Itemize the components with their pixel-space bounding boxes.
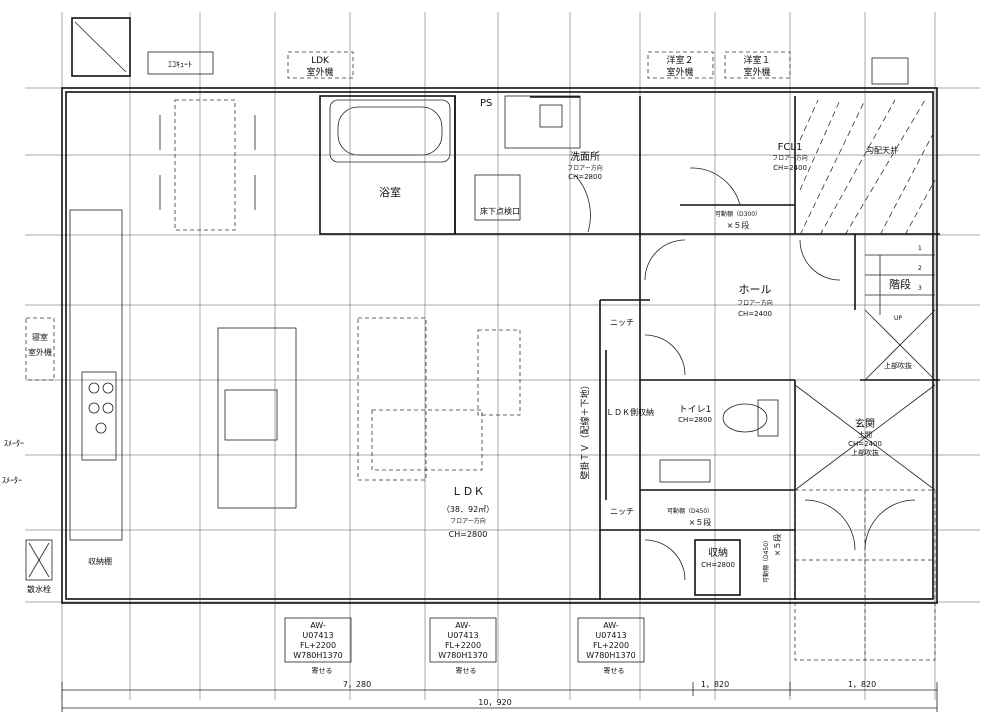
sofa-outline [357,317,521,481]
window-2-line-1: AW- [455,621,471,630]
window-tags: AW- U07413 FL+2200 W780H1370 寄せる AW- U07… [293,621,636,675]
washroom-ch: CH=2800 [568,173,602,181]
floor-hatch-box [474,174,521,221]
dining-set-outline [159,99,256,231]
bath-label: 浴室 [379,185,401,199]
kitchen-counter [69,209,123,541]
dimension-seg3: 1，820 [848,680,876,689]
exterior-walls [61,87,938,604]
ps-label: PS [480,98,492,109]
outdoor-labels: LDK 室外機 洋室２ 室外機 洋室１ 室外機 ｴｺｷｭｰﾄ 寝室 室外機 ｽﾒ… [2,54,771,594]
toilet-fixture [659,399,779,483]
window-1-note: 寄せる [312,666,333,675]
left-unit-label-1: 寝室 [32,332,48,342]
ldk-floor: フロアー方向 [450,517,486,525]
gas-meter-label: ｽﾒｰﾀｰ [2,476,22,485]
shelf-upper-count: ×５段 [727,220,750,230]
entrance-tiles [794,489,936,661]
shelf-mid-count: ×５段 [689,517,712,527]
dimension-seg2: 1，820 [701,680,729,689]
entrance-void-cross [794,384,936,491]
dimension-total: 10，920 [478,698,511,707]
entrance-label: 玄関 [855,417,875,430]
ldk-storage-label: ＬＤＫ側収納 [606,407,654,417]
stair-step-1: 1 [918,245,922,252]
bathtub [329,99,451,163]
ecocute-label: ｴｺｷｭｰﾄ [168,60,192,69]
window-2-note: 寄せる [456,666,477,675]
kitchen-island [217,327,297,509]
ldk-ch: CH=2800 [449,530,488,539]
dimension-lines [61,682,938,712]
window-3-line-3: FL+2200 [593,641,629,650]
stairs-label: 階段 [889,277,911,291]
bed1-unit-label-2: 室外機 [743,66,770,78]
niche-1-label: ニッチ [610,318,634,327]
window-1-line-1: AW- [310,621,326,630]
bed2-unit-label-1: 洋室２ [666,54,693,66]
washroom-floor: フロアー方向 [567,164,603,172]
shelf-upper-spec: 可動棚（D300） [715,210,761,218]
fcl-floor: フロアー方向 [772,154,808,162]
fcl-ch: CH=2400 [773,164,807,172]
water-meter-label: ｽﾒｰﾀｰ [4,439,24,448]
ldk-unit-label-2: 室外機 [306,66,333,78]
window-2-line-3: FL+2200 [445,641,481,650]
storage-ch: CH=2800 [701,561,735,569]
grid-lines [25,12,980,700]
window-2-line-4: W780H1370 [438,651,488,660]
window-1-line-3: FL+2200 [300,641,336,650]
room-labels: PS 浴室 床下点検口 洗面所 フロアー方向 CH=2800 FCL1 フロアー… [88,98,922,583]
ldk-area: （38．92㎡） [442,505,494,514]
dimension-seg1: 7，280 [343,680,371,689]
stair-up: UP [894,315,902,322]
window-1-line-4: W780H1370 [293,651,343,660]
toilet-ch: CH=2800 [678,416,712,424]
faucet-label: 散水栓 [27,584,51,594]
left-unit-label-2: 室外機 [28,347,52,357]
hall-ch: CH=2400 [738,310,772,318]
interior-walls [319,95,940,600]
upper-void-1: 上部吹抜 [884,361,912,370]
outdoor-equipment [25,17,909,581]
window-3-note: 寄せる [604,666,625,675]
bed1-unit-label-1: 洋室１ [743,54,770,66]
stair-step-2: 2 [918,265,922,272]
stair-steps [865,254,935,315]
sloped-ceiling-label: 勾配天井 [866,145,898,155]
toilet-label: トイレ1 [679,405,712,415]
sloped-ceiling-hatch [799,99,936,236]
shelf-right-spec: 可動棚（D450） [762,537,770,583]
washroom-label: 洗面所 [570,151,600,163]
entrance-void: 上部吹抜 [851,448,879,457]
fcl-label: FCL1 [778,142,803,153]
wash-basin [504,95,581,149]
window-3-line-2: U07413 [595,631,626,640]
window-3-line-4: W780H1370 [586,651,636,660]
stair-void-cross [864,309,936,381]
storage-shelf-label: 収納棚 [88,556,112,566]
dimension-labels: 7，280 1，820 1，820 10，920 [343,680,876,707]
window-3-line-1: AW- [603,621,619,630]
niche-2-label: ニッチ [610,507,634,516]
stair-step-3: 3 [918,285,922,292]
hall-label: ホール [739,283,772,296]
door-swings [574,167,916,581]
floor-hatch-label: 床下点検口 [480,206,520,216]
ldk-unit-label-1: LDK [311,56,330,66]
shelf-mid-spec: 可動棚（D450） [667,507,713,515]
window-2-line-2: U07413 [447,631,478,640]
storage-label: 収納 [708,546,728,559]
entrance-sub: 土間 [858,430,872,439]
bed2-unit-label-2: 室外機 [666,66,693,78]
hall-floor: フロアー方向 [737,299,773,307]
ldk-label: ＬＤＫ [452,485,485,498]
window-tag-frames [284,617,645,663]
shelf-right-count: ×５段 [772,534,782,557]
window-1-line-2: U07413 [302,631,333,640]
entrance-ch: CH=2400 [848,440,882,448]
tv-wall-label: 壁掛ＴＶ（配線＋下地） [579,380,591,479]
